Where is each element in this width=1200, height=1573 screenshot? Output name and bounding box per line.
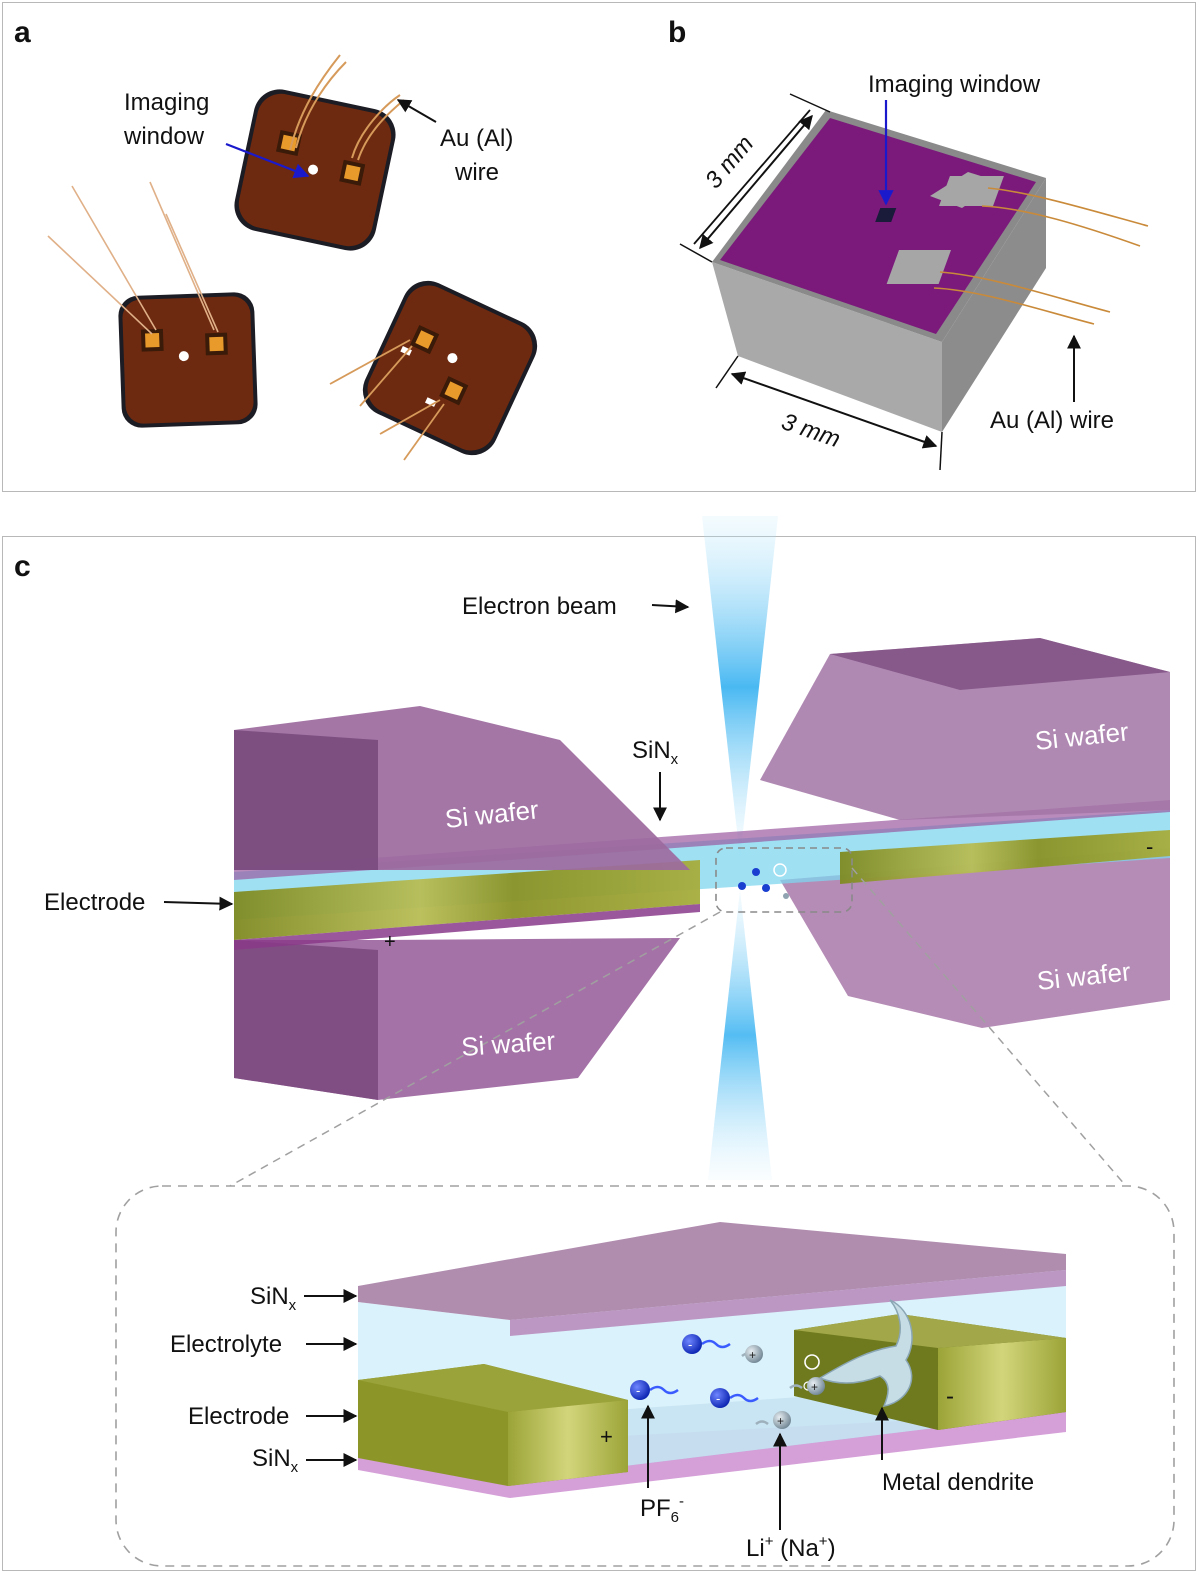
inset-electrode-left-face <box>508 1400 628 1486</box>
chip-3-wires <box>329 339 445 461</box>
contact-pad <box>439 376 469 406</box>
inset-sinx-top <box>358 1222 1066 1320</box>
dim-arrow-top <box>699 114 813 250</box>
electrode-left-bar <box>234 860 700 940</box>
zoom-line-left <box>229 911 721 1187</box>
label-metal-dendrite: Metal dendrite <box>882 1469 1034 1496</box>
imaging-window-dot <box>447 353 458 364</box>
arrow-imaging-window-a <box>225 142 310 179</box>
inset-frame <box>115 1185 1175 1567</box>
svg-text:-: - <box>688 1337 692 1352</box>
label-plus-c: + <box>384 931 396 953</box>
label-sinx-top-inset: SiNx <box>250 1283 297 1314</box>
bond-pad-lower <box>886 250 952 284</box>
electron-beam-upper <box>702 516 778 858</box>
label-electron-beam: Electron beam <box>462 593 617 620</box>
label-wire-a-1: Au (Al) <box>440 125 513 152</box>
anion-3: - <box>710 1388 759 1408</box>
svg-text:+: + <box>777 1414 784 1428</box>
si-wafer-bottom-right <box>780 848 1170 1028</box>
panel-a-label: a <box>14 16 31 49</box>
electron-beam-lower <box>708 890 772 1180</box>
metal-dendrite <box>818 1299 913 1407</box>
arrow-electrode-c <box>163 896 234 911</box>
si-wafer-top-right <box>760 638 1170 820</box>
arrow-electron-beam <box>651 599 690 614</box>
label-si-wafer-bottom-left: Si wafer <box>460 1025 556 1062</box>
chip-photo-1 <box>234 89 396 251</box>
label-dim-top: 3 mm <box>700 131 759 194</box>
imaging-window-dot <box>308 164 319 175</box>
chip-2-wires <box>47 181 219 335</box>
inset-electrode-right-face <box>938 1338 1066 1430</box>
imaging-window-dot <box>178 351 189 362</box>
label-minus-inset: - <box>946 1383 954 1410</box>
label-sinx-bottom-inset: SiNx <box>252 1445 299 1476</box>
label-imaging-window-b: Imaging window <box>868 71 1041 98</box>
label-imaging-window-a-2: window <box>123 123 205 150</box>
label-electrolyte-inset: Electrolyte <box>170 1331 282 1358</box>
label-wire-b: Au (Al) wire <box>990 407 1114 434</box>
label-dim-bottom: 3 mm <box>778 408 844 453</box>
panel-a: a <box>14 16 538 461</box>
chip-photo-2 <box>118 292 258 428</box>
chip-right-face <box>942 178 1046 432</box>
contact-pad <box>339 159 366 186</box>
label-plus-inset: + <box>600 1424 613 1449</box>
dim-arrow-bottom <box>730 371 938 449</box>
panel-b: b 3 mm 3 mm Imaging window Au (Al) wire <box>668 16 1149 471</box>
panel-b-label: b <box>668 16 686 49</box>
chip-photo-3 <box>362 280 538 456</box>
svg-text:-: - <box>716 1391 720 1406</box>
chip-b-wires <box>933 187 1149 325</box>
anion-2: - <box>630 1380 679 1400</box>
panel-c-label: c <box>14 550 31 583</box>
label-electrode-c: Electrode <box>44 889 145 916</box>
label-imaging-window-a-1: Imaging <box>124 89 209 116</box>
label-sinx-c: SiNx <box>632 737 679 768</box>
cation-3: + <box>755 1411 791 1429</box>
panel-c: c Electron beam SiNx <box>14 516 1175 1567</box>
contact-pad <box>140 328 164 352</box>
svg-text:-: - <box>636 1383 640 1398</box>
contact-pad <box>410 324 440 355</box>
cation-1: + <box>741 1345 763 1363</box>
contact-pad <box>205 332 228 356</box>
electrode-right-bar <box>840 830 1170 884</box>
arrow-wire-a <box>396 99 437 123</box>
cation-2: + <box>789 1377 825 1395</box>
label-wire-a-2: wire <box>454 159 499 186</box>
anion-1: - <box>682 1334 731 1354</box>
label-electrode-inset: Electrode <box>188 1403 289 1430</box>
imaging-window-b <box>875 208 897 222</box>
svg-text:+: + <box>811 1380 818 1394</box>
label-minus-c: - <box>1146 834 1153 859</box>
label-li-na: Li+ (Na+) <box>746 1533 836 1562</box>
svg-text:+: + <box>749 1348 756 1362</box>
label-pf6: PF6- <box>640 1493 684 1526</box>
bond-pad-upper <box>939 176 1004 206</box>
